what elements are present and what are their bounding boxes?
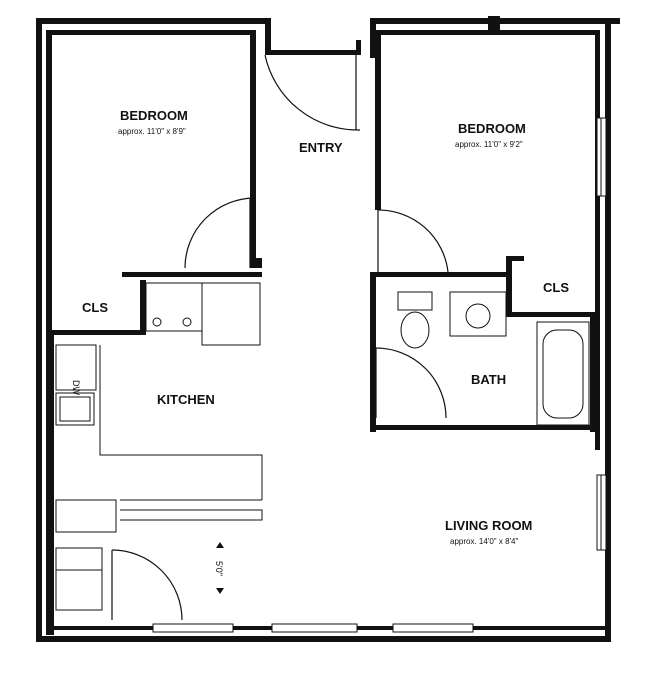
bedroom-left-size: approx. 11'0" x 8'9" <box>118 127 186 136</box>
bath-label: BATH <box>471 372 506 387</box>
door-swings <box>111 54 449 621</box>
entry-label: ENTRY <box>299 140 343 155</box>
closet-left-label: CLS <box>82 300 108 315</box>
clearance-dimension: 5'0" <box>214 542 224 594</box>
interior-walls <box>46 30 596 635</box>
clearance-label: 5'0" <box>214 561 224 576</box>
kitchen-label: KITCHEN <box>157 392 215 407</box>
bath-fixtures <box>397 291 590 426</box>
living-room-title: LIVING ROOM <box>445 518 532 533</box>
bedroom-right-title: BEDROOM <box>458 121 526 136</box>
bedroom-right-size: approx. 11'0" x 9'2" <box>455 140 523 149</box>
dishwasher-label: DW <box>71 380 81 395</box>
windows <box>152 117 607 633</box>
kitchen-fixtures <box>55 282 263 611</box>
living-room-size: approx. 14'0" x 8'4" <box>450 537 518 546</box>
bedroom-left-title: BEDROOM <box>120 108 188 123</box>
closet-right-label: CLS <box>543 280 569 295</box>
